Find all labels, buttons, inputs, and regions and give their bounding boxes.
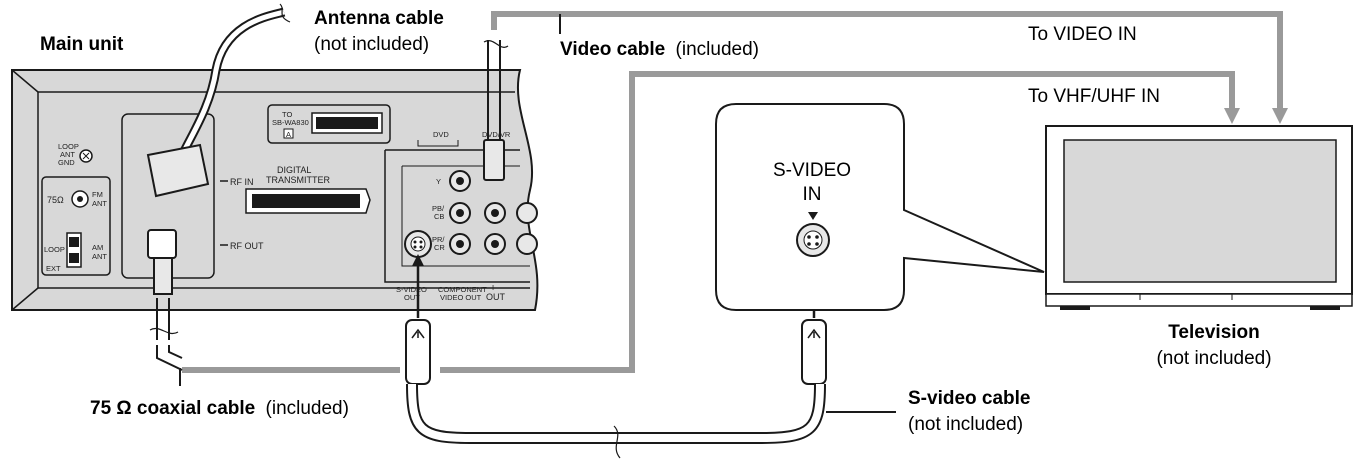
coax-cable-text: 75 Ω coaxial cable (included) (90, 398, 349, 419)
s-video-cable-note: (not included) (908, 414, 1023, 435)
component-label-1: COMPONENT (438, 285, 487, 294)
dvd-label: DVD (433, 130, 449, 139)
television-note: (not included) (1156, 348, 1271, 369)
dvd-output-panel: DVD DVD/VR Y PB/ CB PR/ CR S-VIDEO OUT C… (384, 130, 538, 302)
gray-cables (182, 11, 1283, 373)
pb-label: PB/ (432, 204, 445, 213)
digital-label-1: DIGITAL (277, 165, 311, 175)
to-vhf-uhf-in-label: To VHF/UHF IN (1028, 86, 1160, 107)
s-video-in-callout: S-VIDEO IN (715, 103, 1045, 311)
to-label-3: A (286, 130, 291, 139)
s-video-in-label-1: S-VIDEO (773, 160, 851, 181)
coax-cable-note: (included) (266, 398, 349, 419)
fm-ohm-label: 75Ω (47, 195, 64, 205)
dvd-vr-label: DVD/VR (482, 130, 511, 139)
rf-out-label: RF OUT (230, 241, 264, 251)
to-label-1: TO (282, 110, 292, 119)
cb-label: CB (434, 212, 444, 221)
svideo-out-label-2: OUT (404, 293, 420, 302)
cr-label: CR (434, 243, 445, 252)
rf-in-label: RF IN (230, 177, 254, 187)
antenna-cable-label: Antenna cable (314, 8, 444, 29)
digital-transmitter-slot: DIGITAL TRANSMITTER (245, 165, 371, 214)
coax-cable-label: 75 Ω coaxial cable (90, 398, 255, 419)
am-label-1: AM (92, 243, 103, 252)
loop-ant-gnd-label-3: GND (58, 158, 75, 167)
main-unit-label: Main unit (40, 34, 124, 55)
vhf-uhf-cable-line (440, 71, 1235, 373)
arrowheads (1224, 108, 1288, 124)
television (1045, 125, 1353, 310)
fm-label-2: ANT (92, 199, 107, 208)
video-cable-label: Video cable (560, 39, 665, 60)
to-label-2: SB-WA830 (272, 118, 309, 127)
television-label: Television (1168, 322, 1260, 343)
ext-label: EXT (46, 264, 61, 273)
out-label-1: I (492, 283, 494, 292)
s-video-out-arrow-icon (412, 254, 424, 266)
digital-label-2: TRANSMITTER (266, 175, 330, 185)
component-label-2: VIDEO OUT (440, 293, 482, 302)
out-label-2: OUT (486, 292, 506, 302)
vhf-uhf-arrow-icon (1224, 108, 1240, 124)
y-label: Y (436, 177, 441, 186)
video-cable-text: Video cable (included) (560, 39, 759, 60)
pr-label: PR/ (432, 235, 445, 244)
antenna-terminal-panel: LOOP ANT GND 75Ω FM ANT AM ANT LOOP EXT (41, 142, 111, 276)
am-label-2: ANT (92, 252, 107, 261)
video-in-arrow-icon (1272, 108, 1288, 124)
s-video-in-label-2: IN (803, 184, 822, 205)
antenna-cable-note: (not included) (314, 34, 429, 55)
svideo-out-label-1: S-VIDEO (396, 285, 427, 294)
s-video-cable-label: S-video cable (908, 388, 1031, 409)
antenna-cable (146, 3, 291, 198)
video-cable-line (491, 11, 1283, 112)
coax-plug (147, 229, 183, 371)
antenna-plug-icon (146, 143, 210, 198)
sb-wa830-port: TO SB-WA830 A (267, 104, 391, 144)
video-cable-note: (included) (676, 39, 759, 60)
leader-lines (179, 14, 896, 413)
loop-label: LOOP (44, 245, 65, 254)
loop-ant-gnd-label-2: ANT (60, 150, 75, 159)
fm-label-1: FM (92, 190, 103, 199)
to-video-in-label: To VIDEO IN (1028, 24, 1137, 45)
video-cable-plug (483, 40, 509, 181)
loop-ant-gnd-label-1: LOOP (58, 142, 79, 151)
